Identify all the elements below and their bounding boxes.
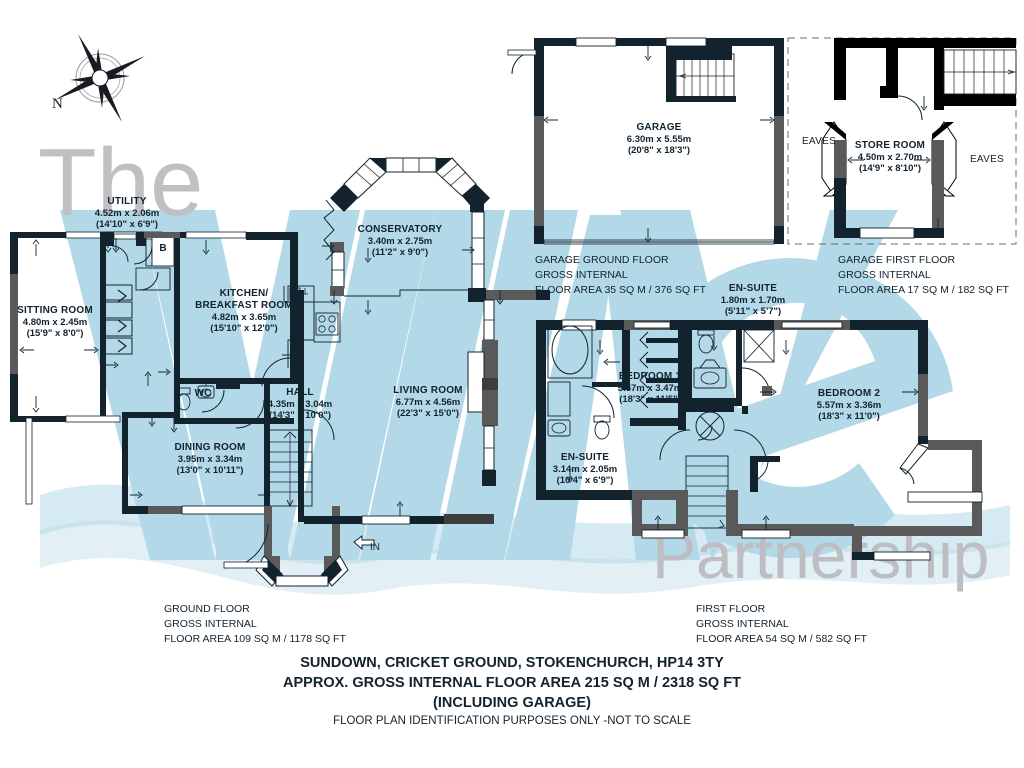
compass-rose — [55, 34, 145, 122]
room-metric-bedroom-2: 5.57m x 3.36m — [816, 399, 882, 411]
area-garage-first-line-3: FLOOR AREA 17 SQ M / 182 SQ FT — [838, 284, 1009, 297]
room-imperial-kitchen: (15'10" x 12'0") — [210, 322, 278, 334]
dimension-ticks — [19, 238, 504, 516]
room-dining-room — [25, 412, 271, 515]
area-garage-ground-line-1: GARAGE GROUND FLOOR — [535, 254, 669, 266]
area-first-floor-line-2: GROSS INTERNAL — [696, 618, 789, 631]
room-label-kitchen: KITCHEN/ BREAKFAST ROOM 4.82m x 3.65m (1… — [168, 288, 320, 334]
wc-label: WC — [194, 388, 212, 399]
area-first-floor-line-1: FIRST FLOOR — [696, 603, 766, 615]
room-imperial-living-room: (22'3" x 15'0") — [396, 408, 460, 419]
area-block-first-floor: FIRST FLOOR GROSS INTERNAL FLOOR AREA 54… — [696, 602, 996, 648]
room-imperial-ensuite-left: (10'4" x 6'9") — [556, 475, 614, 486]
room-label-ensuite-top: EN-SUITE 1.80m x 1.70m (5'11" x 5'7") — [700, 283, 806, 317]
room-name-store-room: STORE ROOM — [854, 140, 926, 151]
boiler-cupboard — [135, 232, 180, 291]
room-label-bedroom-2: BEDROOM 2 5.57m x 3.36m (18'3" x 11'0") — [790, 388, 908, 422]
property-address-title: SUNDOWN, CRICKET GROUND, STOKENCHURCH, H… — [300, 655, 724, 671]
room-label-bedroom-1: BEDROOM 1 5.57m x 3.47m (18'3" x 11'5") — [594, 371, 706, 405]
area-ground-floor-line-2: GROSS INTERNAL — [164, 618, 257, 631]
room-metric-sitting-room: 4.80m x 2.45m — [22, 316, 88, 328]
area-garage-first-line-1: GARAGE FIRST FLOOR — [838, 254, 956, 266]
area-block-garage-ground: GARAGE GROUND FLOOR GROSS INTERNAL FLOOR… — [535, 253, 795, 299]
room-imperial-sitting-room: (15'9" x 8'0") — [26, 328, 84, 339]
room-label-dining-room: DINING ROOM 3.95m x 3.34m (13'0" x 10'11… — [140, 442, 280, 476]
room-name-hall: HALL — [286, 387, 314, 398]
room-imperial-conservatory: (11'2" x 9'0") — [371, 247, 429, 258]
room-name-living-room: LIVING ROOM — [393, 385, 463, 396]
room-imperial-hall: (14'3" x 10'0") — [268, 410, 332, 421]
room-name-ensuite-top: EN-SUITE — [728, 283, 778, 294]
room-name-bedroom-2: BEDROOM 2 — [817, 388, 881, 399]
room-label-sitting-room: SITTING ROOM 4.80m x 2.45m (15'9" x 8'0"… — [0, 305, 110, 339]
room-label-living-room: LIVING ROOM 6.77m x 4.56m (22'3" x 15'0"… — [360, 385, 496, 419]
room-metric-conservatory: 3.40m x 2.75m — [367, 235, 433, 247]
room-name-conservatory: CONSERVATORY — [357, 224, 443, 235]
room-metric-dining-room: 3.95m x 3.34m — [177, 453, 243, 465]
area-garage-ground-line-2: GROSS INTERNAL — [535, 269, 628, 282]
area-garage-ground-line-3: FLOOR AREA 35 SQ M / 376 SQ FT — [535, 284, 706, 297]
area-ground-floor-line-3: FLOOR AREA 109 SQ M / 1178 SQ FT — [164, 633, 346, 646]
area-block-garage-first: GARAGE FIRST FLOOR GROSS INTERNAL FLOOR … — [838, 253, 1024, 299]
area-ground-floor-line-1: GROUND FLOOR — [164, 603, 250, 615]
first-floor-bedrooms — [536, 319, 983, 561]
including-garage-note: (INCLUDING GARAGE) — [433, 695, 591, 711]
room-name-garage: GARAGE — [636, 122, 682, 133]
room-label-ensuite-left: EN-SUITE 3.14m x 2.05m (10'4" x 6'9") — [530, 452, 640, 486]
room-name-utility: UTILITY — [107, 196, 147, 207]
watermark-the: The — [38, 129, 203, 236]
garage-ground-floor — [507, 37, 784, 245]
entrance-in-label: IN — [370, 542, 380, 553]
room-name-sitting-room: SITTING ROOM — [17, 305, 93, 316]
room-metric-garage: 6.30m x 5.55m — [626, 133, 692, 145]
room-name-kitchen-line-2: BREAKFAST ROOM — [195, 299, 293, 311]
compass-north-label: N — [52, 96, 63, 112]
room-name-kitchen-line-1: KITCHEN/ — [219, 288, 269, 299]
room-kitchen-breakfast — [174, 231, 341, 387]
room-imperial-utility: (14'10" x 6'9") — [95, 219, 159, 230]
room-metric-utility: 4.52m x 2.06m — [94, 207, 160, 219]
room-wc — [174, 378, 294, 424]
room-metric-store-room: 4.50m x 2.70m — [857, 151, 923, 163]
eaves-label-left: EAVES — [801, 136, 837, 147]
room-label-garage: GARAGE 6.30m x 5.55m (20'8" x 18'3") — [600, 122, 718, 156]
boiler-label: B — [159, 243, 167, 254]
room-metric-bedroom-1: 5.57m x 3.47m — [617, 382, 683, 394]
room-name-bedroom-1: BEDROOM 1 — [618, 371, 682, 382]
disclaimer-note: FLOOR PLAN IDENTIFICATION PURPOSES ONLY … — [333, 715, 691, 727]
room-label-hall: HALL 4.35m x 3.04m (14'3" x 10'0") — [262, 387, 338, 421]
room-conservatory — [323, 157, 490, 302]
room-living-room — [298, 290, 550, 525]
entrance-porch — [223, 506, 375, 587]
room-imperial-bedroom-2: (18'3" x 11'0") — [818, 411, 880, 422]
room-metric-living-room: 6.77m x 4.56m — [395, 396, 461, 408]
room-hall — [235, 382, 313, 508]
garage-first-floor — [787, 37, 1017, 245]
eaves-label-right: EAVES — [969, 154, 1005, 165]
room-label-store-room: STORE ROOM 4.50m x 2.70m (14'9" x 8'10") — [836, 140, 944, 174]
room-metric-kitchen: 4.82m x 3.65m — [211, 311, 277, 323]
room-imperial-garage: (20'8" x 18'3") — [627, 145, 691, 156]
room-imperial-dining-room: (13'0" x 10'11") — [176, 465, 244, 476]
area-garage-first-line-2: GROSS INTERNAL — [838, 269, 931, 282]
area-block-ground-floor: GROUND FLOOR GROSS INTERNAL FLOOR AREA 1… — [164, 602, 464, 648]
room-imperial-bedroom-1: (18'3" x 11'5") — [619, 394, 681, 405]
total-floor-area-title: APPROX. GROSS INTERNAL FLOOR AREA 215 SQ… — [283, 675, 741, 691]
room-imperial-ensuite-top: (5'11" x 5'7") — [724, 306, 782, 317]
room-label-conservatory: CONSERVATORY 3.40m x 2.75m (11'2" x 9'0"… — [320, 224, 480, 258]
room-metric-ensuite-left: 3.14m x 2.05m — [552, 463, 618, 475]
room-label-utility: UTILITY 4.52m x 2.06m (14'10" x 6'9") — [32, 196, 222, 230]
room-imperial-store-room: (14'9" x 8'10") — [858, 163, 922, 174]
room-metric-hall: 4.35m x 3.04m — [267, 398, 333, 410]
room-metric-ensuite-top: 1.80m x 1.70m — [720, 294, 786, 306]
room-name-dining-room: DINING ROOM — [174, 442, 246, 453]
room-name-ensuite-left: EN-SUITE — [560, 452, 610, 463]
area-first-floor-line-3: FLOOR AREA 54 SQ M / 582 SQ FT — [696, 633, 867, 646]
